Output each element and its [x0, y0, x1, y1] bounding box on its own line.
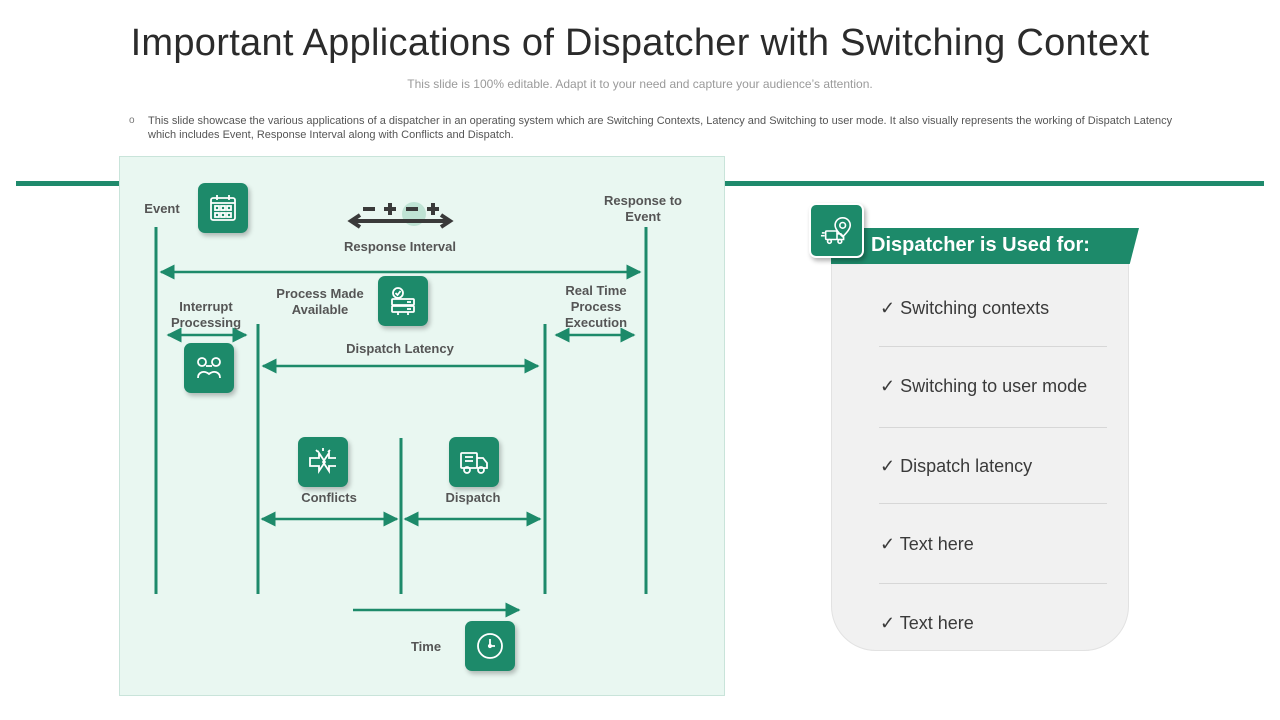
page-subtitle: This slide is 100% editable. Adapt it to… — [407, 77, 873, 91]
interrupt-icon — [184, 343, 234, 393]
conflicts-label: Conflicts — [301, 490, 357, 505]
description: o This slide showcase the various applic… — [129, 114, 1182, 142]
diagram-panel: Event Response to Event Response Interva… — [119, 156, 725, 696]
conflict-arrows-icon — [298, 437, 348, 487]
delivery-location-icon — [809, 203, 864, 258]
usage-item-4: ✓ Text here — [880, 534, 974, 554]
clock-icon — [465, 621, 515, 671]
calendar-icon — [198, 183, 248, 233]
divider — [879, 346, 1107, 347]
accent-bar-left — [16, 181, 120, 186]
divider — [879, 427, 1107, 428]
server-check-icon — [378, 276, 428, 326]
usage-banner — [831, 228, 1139, 264]
usage-item-2: ✓ Switching to user mode — [880, 376, 1088, 396]
divider — [879, 583, 1107, 584]
accent-bar-right — [725, 181, 1264, 186]
usage-heading: Dispatcher is Used for: — [871, 234, 1090, 256]
description-text: This slide showcase the various applicat… — [148, 115, 1173, 141]
page-title: Important Applications of Dispatcher wit… — [130, 22, 1150, 64]
usage-item-1: ✓ Switching contexts — [880, 298, 1050, 318]
usage-card — [831, 232, 1129, 651]
usage-item-3: ✓ Dispatch latency — [880, 456, 1033, 476]
response-to-event-label: Response to Event — [603, 193, 682, 224]
divider — [879, 503, 1107, 504]
event-label: Event — [144, 201, 180, 216]
usage-item-5: ✓ Text here — [880, 613, 974, 633]
response-interval-label: Response Interval — [344, 239, 456, 254]
real-time-process-execution-label: Real Time Process Execution — [564, 283, 628, 330]
bullet-icon: o — [129, 115, 135, 126]
interrupt-processing-label: Interrupt Processing — [170, 299, 242, 330]
diagram-lines — [154, 202, 648, 618]
dispatch-latency-label: Dispatch Latency — [346, 341, 454, 356]
process-made-available-label: Process Made Available — [276, 286, 364, 317]
delivery-truck-icon — [449, 437, 499, 487]
plus-minus-icon — [347, 202, 454, 229]
dispatch-label: Dispatch — [445, 490, 501, 505]
time-label: Time — [410, 639, 442, 654]
